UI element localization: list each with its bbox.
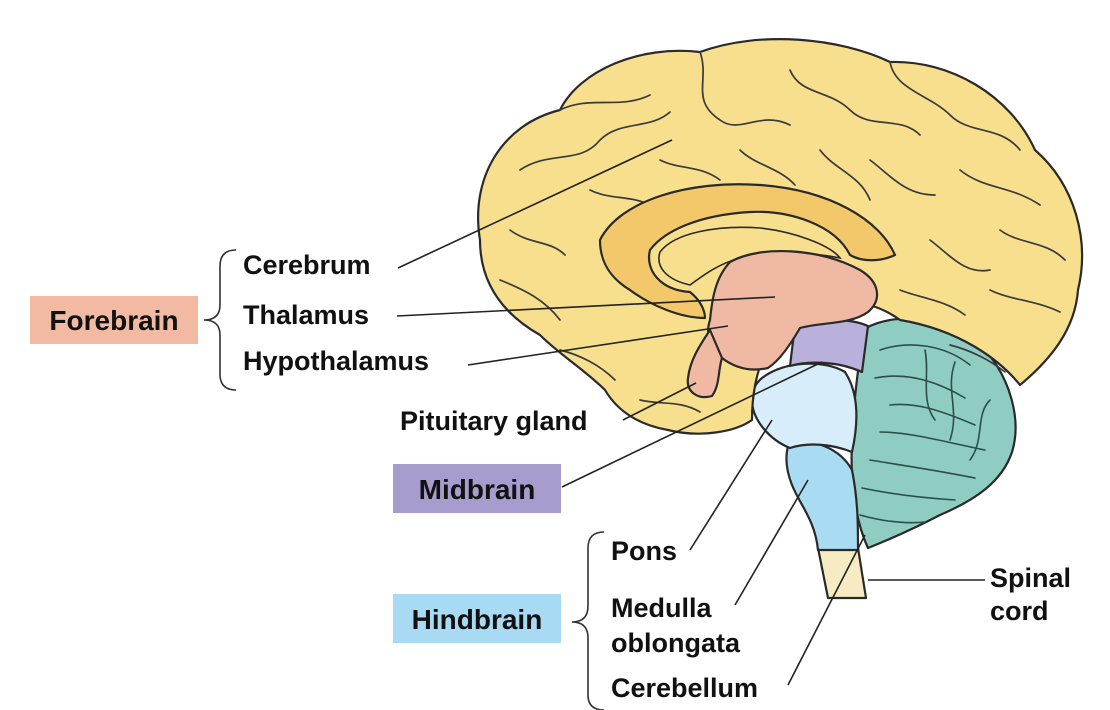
- hypothalamus-label: Hypothalamus: [243, 346, 429, 376]
- midbrain-label: Midbrain: [419, 474, 536, 505]
- leader-midbrain: [561, 361, 823, 488]
- leader-lines: [396, 139, 985, 686]
- leader-hypothalamus: [467, 325, 729, 366]
- leader-cerebrum: [397, 139, 673, 269]
- brain-illustration: [477, 38, 1084, 600]
- forebrain-brace: [203, 249, 237, 391]
- thalamus-label: Thalamus: [243, 300, 369, 330]
- hypothalamus-stalk: [686, 328, 724, 399]
- leader-pituitary: [622, 382, 697, 421]
- cerebellum-label: Cerebellum: [611, 673, 758, 703]
- spinal-cord-label-line1: Spinal: [990, 563, 1071, 593]
- pituitary-gland-label: Pituitary gland: [400, 406, 588, 436]
- spinal-cord-shape: [816, 546, 868, 600]
- medulla-shape: [785, 438, 860, 552]
- hindbrain-brace: [571, 531, 605, 710]
- midbrain-box: [393, 464, 561, 513]
- spinal-cord-label-line2: cord: [990, 596, 1049, 626]
- leader-pons: [689, 419, 773, 551]
- cerebrum-gyri: [499, 51, 1066, 413]
- pons-shape: [750, 362, 858, 454]
- leader-cerebellum: [787, 534, 866, 686]
- thalamus-shape: [706, 249, 878, 371]
- hindbrain-label: Hindbrain: [412, 604, 543, 635]
- hindbrain-box: [393, 594, 561, 643]
- corpus-callosum-shape: [598, 183, 897, 320]
- forebrain-box: [30, 296, 198, 344]
- leader-thalamus: [396, 296, 776, 317]
- cerebellum-folia: [859, 344, 991, 524]
- pons-label: Pons: [611, 536, 677, 566]
- medulla-label-line2: oblongata: [611, 628, 741, 658]
- leader-medulla: [734, 479, 809, 606]
- medulla-label-line1: Medulla: [611, 593, 712, 623]
- forebrain-label: Forebrain: [49, 305, 178, 336]
- cerebrum-label: Cerebrum: [243, 250, 371, 280]
